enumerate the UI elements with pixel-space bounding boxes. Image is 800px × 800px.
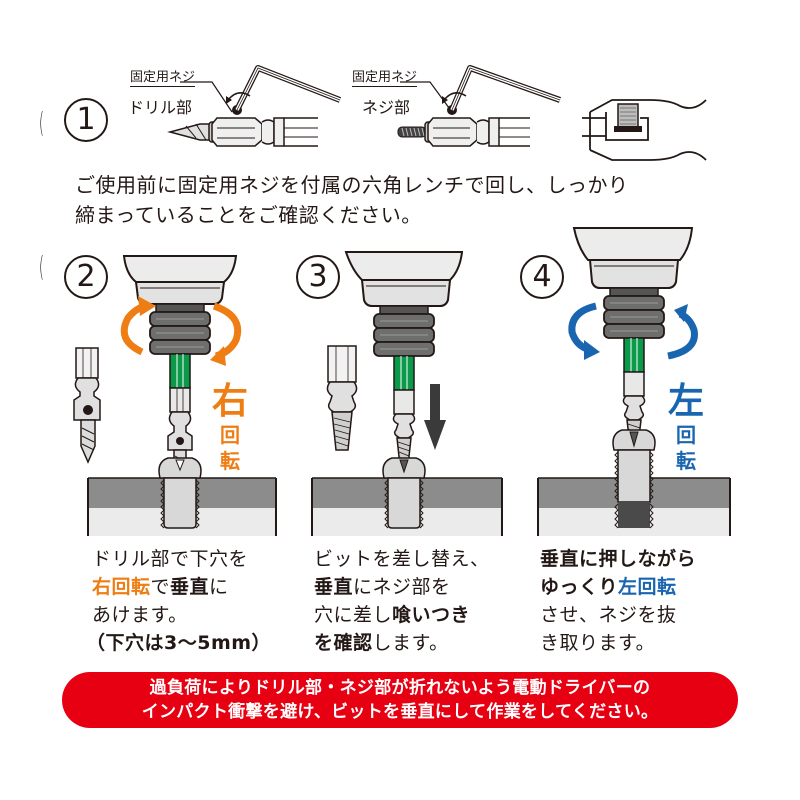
step-1-instruction-line-2: 締まっていることをご確認ください。	[75, 203, 422, 227]
rotation-text-1: 回	[676, 423, 696, 447]
edge-bracket-2: (	[39, 250, 44, 283]
rotation-text-2: 転	[676, 449, 696, 473]
warning-line-2: インパクト衝撃を避け、ビットを垂直にして作業をしてください。	[141, 702, 659, 722]
step-2-desc-line-3: あけます。	[92, 604, 188, 626]
step-1-instruction: ご使用前に固定用ネジを付属の六角レンチで回し、しっかり 締まっていることをご確認…	[75, 170, 629, 230]
step-2-number: 2	[64, 255, 108, 299]
edge-bracket-1: (	[39, 106, 44, 139]
step-4-desc-line-4: き取ります。	[540, 632, 656, 654]
step-2-desc-line-2: 右回転で垂直に	[92, 573, 271, 601]
step-2-desc-particle: で	[150, 576, 171, 598]
confirm-emphasis: を確認	[314, 632, 373, 654]
vertical-emphasis: 垂直	[314, 576, 354, 598]
step-3-number: 3	[296, 255, 340, 299]
step-4-desc-line-2: ゆっくり左回転	[540, 573, 696, 601]
step-3-desc-line-3-start: 穴に差し	[314, 604, 393, 626]
step-3-desc-line-4: を確認します。	[314, 629, 490, 657]
left-rotation-emphasis: 左回転	[618, 576, 677, 598]
warning-banner: 過負荷によりドリル部・ネジ部が折れないよう電動ドライバーの インパクト衝撃を避け…	[62, 672, 738, 728]
right-rotation-emphasis: 右回転	[92, 576, 151, 598]
step-4-number: 4	[520, 255, 564, 299]
step-4-desc-line-3: させ、ネジを抜	[540, 604, 677, 626]
step-3-desc-line-1: ビットを差し替え、	[314, 548, 490, 570]
step-3-desc-line-2: 垂直にネジ部を	[314, 573, 490, 601]
bite-emphasis: 喰いつき	[392, 604, 471, 626]
step-4-desc-line-1: 垂直に押しながら	[540, 548, 697, 570]
step-3-desc-line-2-rest: にネジ部を	[353, 576, 451, 598]
right-rotation-text: 右	[212, 381, 249, 422]
step-1-instruction-line-1: ご使用前に固定用ネジを付属の六角レンチで回し、しっかり	[75, 173, 629, 197]
step-3-desc-line-3: 穴に差し喰いつき	[314, 601, 490, 629]
step-3-desc-line-4-rest: します。	[372, 632, 449, 654]
drill-part-label: ドリル部	[128, 98, 193, 117]
step-2-description: ドリル部で下穴を 右回転で垂直に あけます。 （下穴は3〜5mm）	[86, 545, 271, 657]
fixing-screw-label-screw: 固定用ネジ	[352, 66, 418, 87]
vertical-emphasis: 垂直	[170, 576, 210, 598]
step-4-rotation-label: 左 回 転	[668, 381, 705, 473]
step-2-desc-line-1: ドリル部で下穴を	[92, 548, 249, 570]
step-4-description: 垂直に押しながら ゆっくり左回転 させ、ネジを抜 き取ります。	[540, 545, 696, 657]
step-2-desc-particle-2: に	[209, 576, 229, 598]
left-rotation-text: 左	[668, 381, 705, 422]
screw-part-label: ネジ部	[362, 98, 411, 117]
warning-line-1: 過負荷によりドリル部・ネジ部が折れないよう電動ドライバーの	[149, 678, 651, 698]
rotation-text-1: 回	[220, 423, 240, 447]
step-1-number: 1	[64, 98, 108, 142]
step-3-description: ビットを差し替え、 垂直にネジ部を 穴に差し喰いつき を確認します。	[314, 545, 490, 657]
fixing-screw-label-drill: 固定用ネジ	[130, 66, 196, 87]
step-2-desc-line-4: （下穴は3〜5mm）	[86, 632, 272, 654]
rotation-text-2: 転	[220, 449, 240, 473]
slowly-emphasis: ゆっくり	[540, 576, 619, 598]
step-2-rotation-label: 右 回 転	[212, 381, 249, 473]
